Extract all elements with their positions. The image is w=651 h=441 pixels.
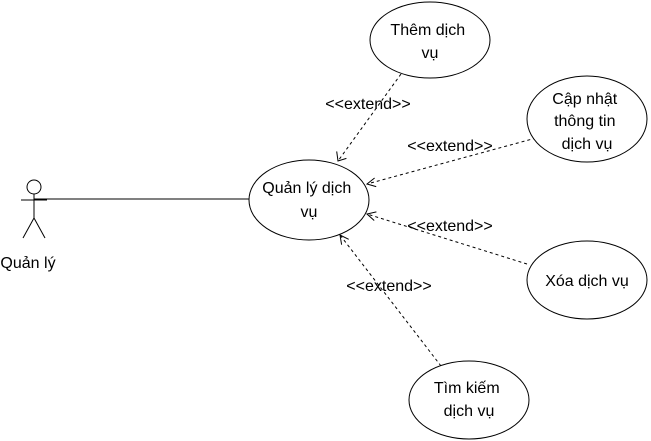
extend-delete-arrowhead [365,211,377,221]
use-case-update-service-shape [526,75,648,163]
extend-search-arrowhead [339,234,349,245]
use-case-update-service-label: Cập nhật thông tin dịch vụ [552,91,621,153]
use-case-update-service-line-2: thông tin [554,113,615,130]
use-case-search-service-shape [408,360,530,440]
extend-update-label: <<extend>> [407,138,492,155]
actor-left-leg [22,217,35,239]
use-case-manage-services[interactable]: Quản lý dịch vụ [248,159,370,241]
extend-delete: <<extend>> [365,211,528,265]
use-case-add-service-line-2: vụ [422,45,439,62]
use-case-add-service[interactable]: Thêm dịch vụ [369,1,491,79]
use-case-add-service-label: Thêm dịch vụ [390,22,469,62]
use-case-search-service[interactable]: Tìm kiếm dịch vụ [408,360,530,440]
use-case-manage-services-label: Quản lý dịch vụ [262,180,355,221]
extend-add-label: <<extend>> [325,96,410,113]
extend-delete-line [366,213,528,265]
extend-search: <<extend>> [339,234,442,367]
extend-add: <<extend>> [325,73,411,162]
extend-delete-label: <<extend>> [407,218,492,235]
actor-label: Quản lý [0,255,55,272]
use-case-search-service-line-2: dịch vụ [444,403,495,420]
extend-add-arrowhead [336,151,347,162]
extend-add-line [337,73,402,162]
use-case-search-service-line-1: Tìm kiếm [434,380,500,397]
use-case-update-service[interactable]: Cập nhật thông tin dịch vụ [526,75,648,163]
extend-update-arrowhead [365,177,377,188]
actor-right-leg [33,217,46,239]
actor-manager: Quản lý [0,179,56,272]
extend-search-label: <<extend>> [346,278,431,295]
actor-head [26,179,42,195]
use-case-search-service-label: Tìm kiếm dịch vụ [434,380,504,420]
use-case-manage-services-line-1: Quản lý dịch [262,180,351,197]
use-case-manage-services-shape [248,159,370,241]
extend-search-line [339,234,442,367]
use-case-update-service-line-3: dịch vụ [562,136,613,153]
extend-update-line [366,137,537,185]
use-case-delete-service-shape [526,240,648,320]
use-case-delete-service-line-1: Xóa dịch vụ [545,273,629,290]
use-case-delete-service[interactable]: Xóa dịch vụ [526,240,648,320]
extend-update: <<extend>> [365,137,537,188]
use-case-delete-service-label: Xóa dịch vụ [545,273,629,290]
use-case-add-service-line-1: Thêm dịch [390,22,465,39]
use-case-add-service-shape [369,1,491,79]
use-case-update-service-line-1: Cập nhật [552,91,617,108]
use-case-manage-services-line-2: vụ [301,204,318,221]
